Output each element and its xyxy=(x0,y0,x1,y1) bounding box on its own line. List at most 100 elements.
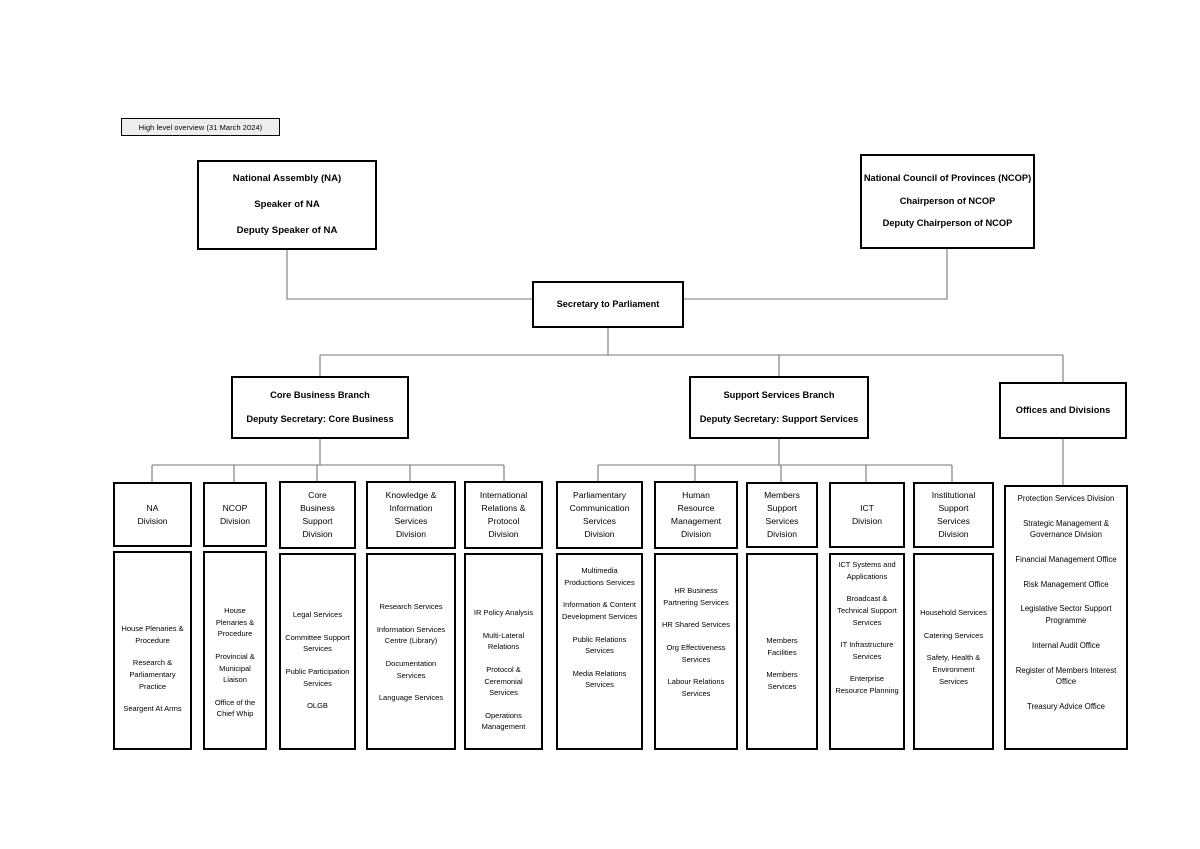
division-unit: Language Services xyxy=(378,693,444,703)
division-header-ict-division[interactable]: ICT Division xyxy=(829,482,905,548)
na-title: National Assembly (NA) xyxy=(232,173,342,185)
division-header-line: NA xyxy=(146,502,159,513)
division-header-line: Division xyxy=(766,528,798,539)
division-header-line: ICT xyxy=(860,503,874,514)
division-unit: OLGB xyxy=(307,701,328,711)
division-unit: Multi-Lateral Relations xyxy=(482,630,525,652)
division-header-line: Human xyxy=(682,490,710,501)
division-header-line: Services xyxy=(937,516,970,526)
overview-title-banner: High level overview (31 March 2024) xyxy=(121,118,280,136)
na-speaker: Speaker of NA xyxy=(254,199,320,211)
division-header-line: Division xyxy=(395,528,427,539)
offices-and-divisions-box[interactable]: Offices and Divisions xyxy=(999,382,1127,439)
division-header-line: Division xyxy=(680,528,712,539)
division-header-line: NCOP xyxy=(222,502,248,513)
office-unit: Treasury Advice Office xyxy=(1027,701,1105,711)
division-header-line: Services xyxy=(394,516,428,526)
secretary-to-parliament-box[interactable]: Secretary to Parliament xyxy=(532,281,684,328)
secretary-to-parliament-label: Secretary to Parliament xyxy=(556,298,660,309)
division-unit: Legal Services xyxy=(292,610,343,619)
division-unit: Seargent At Arms xyxy=(123,704,182,714)
division-unit: Committee Support Services xyxy=(285,632,350,654)
division-unit: House Plenaries & Procedure xyxy=(121,624,184,645)
office-unit: Internal Audit Office xyxy=(1032,640,1100,650)
division-header-line: Support xyxy=(766,503,798,514)
office-unit: Register of Members Interest Office xyxy=(1015,665,1117,687)
division-unit: Org Effectiveness Services xyxy=(666,642,726,664)
division-unit: Information & Content Development Servic… xyxy=(561,600,638,621)
division-header-na-division[interactable]: NA Division xyxy=(113,482,192,547)
division-unit: Research & Parliamentary Practice xyxy=(129,658,176,691)
division-header-line: Management xyxy=(670,516,722,526)
division-unit: IT Infrastructure Services xyxy=(840,640,894,661)
division-unit: IR Policy Analysis xyxy=(473,608,534,617)
division-header-line: Business xyxy=(300,503,335,514)
support-branch-title: Support Services Branch xyxy=(723,390,835,401)
overview-title-text: High level overview (31 March 2024) xyxy=(138,122,263,132)
division-unit: HR Shared Services xyxy=(662,620,730,630)
division-header-line: Support xyxy=(938,503,969,514)
division-header-line: Division xyxy=(584,528,615,539)
office-unit: Strategic Management & Governance Divisi… xyxy=(1023,518,1109,540)
division-unit: Multimedia Productions Services xyxy=(564,566,635,587)
division-header-line: Division xyxy=(851,516,883,526)
office-unit: Legislative Sector Support Programme xyxy=(1020,604,1112,626)
national-council-of-provinces-box[interactable]: National Council of Provinces (NCOP) Cha… xyxy=(860,154,1035,249)
division-header-line: Core xyxy=(308,490,327,501)
office-unit: Protection Services Division xyxy=(1017,494,1115,503)
division-header-line: Communication xyxy=(569,503,630,514)
division-header-line: Division xyxy=(137,515,168,526)
core-business-branch-box[interactable]: Core Business Branch Deputy Secretary: C… xyxy=(231,376,409,439)
division-header-line: Parliamentary xyxy=(572,490,626,501)
division-unit: Broadcast & Technical Support Services xyxy=(837,594,897,627)
office-unit: Risk Management Office xyxy=(1023,579,1109,589)
offices-and-divisions-label: Offices and Divisions xyxy=(1015,404,1111,415)
division-header-line: Institutional xyxy=(931,490,976,501)
division-unit: Enterprise Resource Planning xyxy=(835,674,899,695)
division-unit: Information Services Centre (Library) xyxy=(376,624,446,646)
division-header-line: Relations & xyxy=(481,503,526,514)
core-branch-deputy-secretary: Deputy Secretary: Core Business xyxy=(246,413,394,424)
division-unit: Public Relations Services xyxy=(572,634,627,656)
division-unit: Operations Management xyxy=(481,710,526,732)
division-header-line: Members xyxy=(764,490,800,501)
division-header-line: Division xyxy=(302,528,333,539)
division-unit: Household Services xyxy=(920,608,987,617)
ncop-deputy-chairperson: Deputy Chairperson of NCOP xyxy=(882,218,1013,229)
ncop-chairperson: Chairperson of NCOP xyxy=(899,195,996,206)
support-branch-deputy-secretary: Deputy Secretary: Support Services xyxy=(699,413,859,424)
division-unit: Provincial & Municipal Liaison xyxy=(215,651,255,685)
division-unit: Members Facilities xyxy=(766,636,798,657)
division-header-line: Division xyxy=(488,528,519,539)
division-header-line: International xyxy=(479,490,528,501)
office-unit: Financial Management Office xyxy=(1015,555,1117,565)
division-header-line: Resource xyxy=(677,503,715,514)
division-header-line: Protocol xyxy=(487,516,520,526)
division-unit: Safety, Health & Environment Services xyxy=(926,653,981,686)
division-header-line: Support xyxy=(302,516,333,526)
support-services-branch-box[interactable]: Support Services Branch Deputy Secretary… xyxy=(689,376,869,439)
division-unit: Labour Relations Services xyxy=(667,677,725,698)
national-assembly-box[interactable]: National Assembly (NA) Speaker of NA Dep… xyxy=(197,160,377,250)
division-unit: Documentation Services xyxy=(385,658,437,680)
